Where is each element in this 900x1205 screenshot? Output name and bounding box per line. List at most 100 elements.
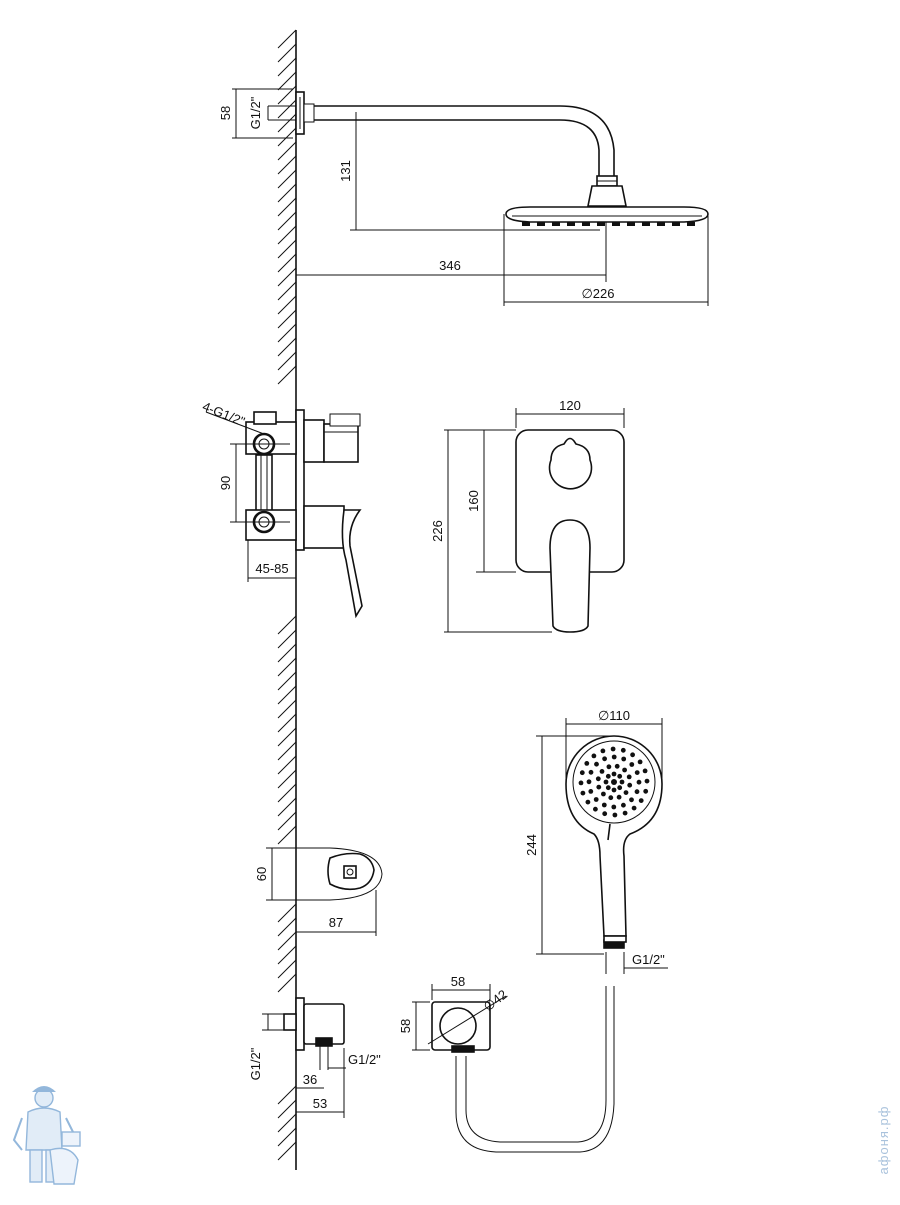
plate-height-total-label: 226 — [430, 520, 445, 542]
hand-nozzle — [588, 769, 594, 775]
hand-nozzle — [616, 794, 622, 800]
wall-outlet-side: G1/2" G1/2" 36 53 — [248, 997, 381, 1118]
hand-nozzle — [611, 779, 617, 785]
hand-shower-thread-label: G1/2" — [632, 952, 665, 967]
wall-hatch — [277, 155, 297, 175]
hand-nozzle — [638, 798, 644, 803]
wall-hatch — [277, 365, 297, 385]
wall-hatch — [277, 671, 297, 691]
hand-shower: ∅110 244 G1/2" — [455, 708, 668, 1153]
head-nozzle — [552, 222, 560, 226]
hand-nozzle — [611, 771, 617, 777]
wall-hatch — [277, 99, 297, 119]
wall-hatch — [277, 755, 297, 775]
wall-hatch — [277, 797, 297, 817]
wall-hatch — [277, 917, 297, 937]
hand-nozzle — [593, 806, 598, 812]
hand-nozzle — [595, 776, 601, 782]
hand-nozzle — [602, 811, 608, 817]
hand-nozzle — [611, 754, 617, 760]
outlet-thread-right-label: G1/2" — [348, 1052, 381, 1067]
wall-hatch — [277, 629, 297, 649]
hand-nozzle — [602, 756, 607, 762]
hand-nozzle — [585, 799, 591, 805]
hand-nozzle — [634, 770, 640, 775]
wall-hatch — [277, 1099, 297, 1119]
hand-nozzle — [619, 779, 625, 785]
wall-hatch — [277, 183, 297, 203]
shower-head-assembly: 58 G1/2" 131 346 ∅226 — [218, 88, 709, 306]
head-nozzle — [597, 222, 605, 226]
wall-hatch — [277, 351, 297, 371]
head-drop-label: 131 — [338, 160, 353, 182]
hand-nozzle — [637, 759, 643, 765]
wall-hatch — [277, 225, 297, 245]
hand-nozzle — [579, 770, 585, 776]
hand-nozzle — [601, 791, 606, 797]
hand-nozzle — [591, 753, 597, 759]
wall-hatch — [277, 713, 297, 733]
hand-nozzle — [580, 790, 586, 796]
wall-hatch — [277, 239, 297, 259]
outlet-depth-outer-label: 53 — [313, 1096, 327, 1111]
wall-hatch — [277, 253, 297, 273]
wall-hatch — [277, 657, 297, 677]
plate-width-label: 120 — [559, 398, 581, 413]
head-nozzle — [612, 222, 620, 226]
wall-hatch — [277, 825, 297, 845]
head-nozzle — [537, 222, 545, 226]
wall-hatch — [277, 931, 297, 951]
hand-nozzle — [606, 764, 612, 770]
mixer-front-view: 120 160 226 — [430, 398, 625, 633]
hand-nozzle — [643, 788, 649, 794]
wall-hatch — [277, 141, 297, 161]
hand-nozzle — [634, 789, 640, 795]
hand-nozzle — [626, 774, 632, 780]
hand-nozzle — [621, 756, 627, 762]
head-nozzle — [642, 222, 650, 226]
outlet-thread-left-label: G1/2" — [248, 1047, 263, 1080]
head-nozzle — [582, 222, 590, 226]
wall-hatch — [277, 113, 297, 133]
hand-nozzle — [620, 747, 626, 753]
hand-nozzle — [614, 763, 620, 769]
wall-hatch — [277, 1085, 297, 1105]
head-nozzle — [672, 222, 680, 226]
wall-hatch — [277, 211, 297, 231]
plate-height-inner-label: 160 — [466, 490, 481, 512]
hand-nozzle — [605, 785, 611, 791]
hand-shower-length-label: 244 — [524, 834, 539, 856]
wall-hatch — [277, 323, 297, 343]
mixer-outlets-label: 4-G1/2" — [200, 399, 247, 430]
wall-hatch — [277, 685, 297, 705]
hand-nozzle — [629, 797, 634, 803]
hand-shower-holder: 60 87 — [254, 847, 383, 936]
head-inlet-height-label: 58 — [218, 106, 233, 120]
hand-nozzle — [636, 779, 642, 785]
hand-nozzle — [621, 802, 626, 808]
plumber-logo — [12, 1086, 81, 1185]
wall-hatch — [277, 643, 297, 663]
head-nozzle — [522, 222, 530, 226]
hand-nozzle — [608, 795, 614, 801]
wall-hatch — [277, 71, 297, 91]
wall-hatch — [277, 903, 297, 923]
head-inlet-thread-label: G1/2" — [248, 96, 263, 129]
holder-height-label: 60 — [254, 867, 269, 881]
hand-nozzle — [617, 773, 623, 779]
wall-hatch — [277, 43, 297, 63]
wall-hatch — [277, 29, 297, 49]
hand-nozzle — [623, 790, 629, 795]
wall-hatch — [277, 741, 297, 761]
wall-hatch — [277, 699, 297, 719]
hand-nozzle — [622, 767, 627, 773]
hand-nozzle — [586, 779, 592, 785]
hand-nozzle — [588, 789, 594, 794]
hand-shower-diameter-label: ∅110 — [598, 708, 630, 723]
mixer-side-view: 4-G1/2" 90 45-85 — [200, 399, 363, 619]
hand-nozzle — [600, 748, 606, 754]
wall-hatch — [277, 337, 297, 357]
wall-hatch — [277, 197, 297, 217]
